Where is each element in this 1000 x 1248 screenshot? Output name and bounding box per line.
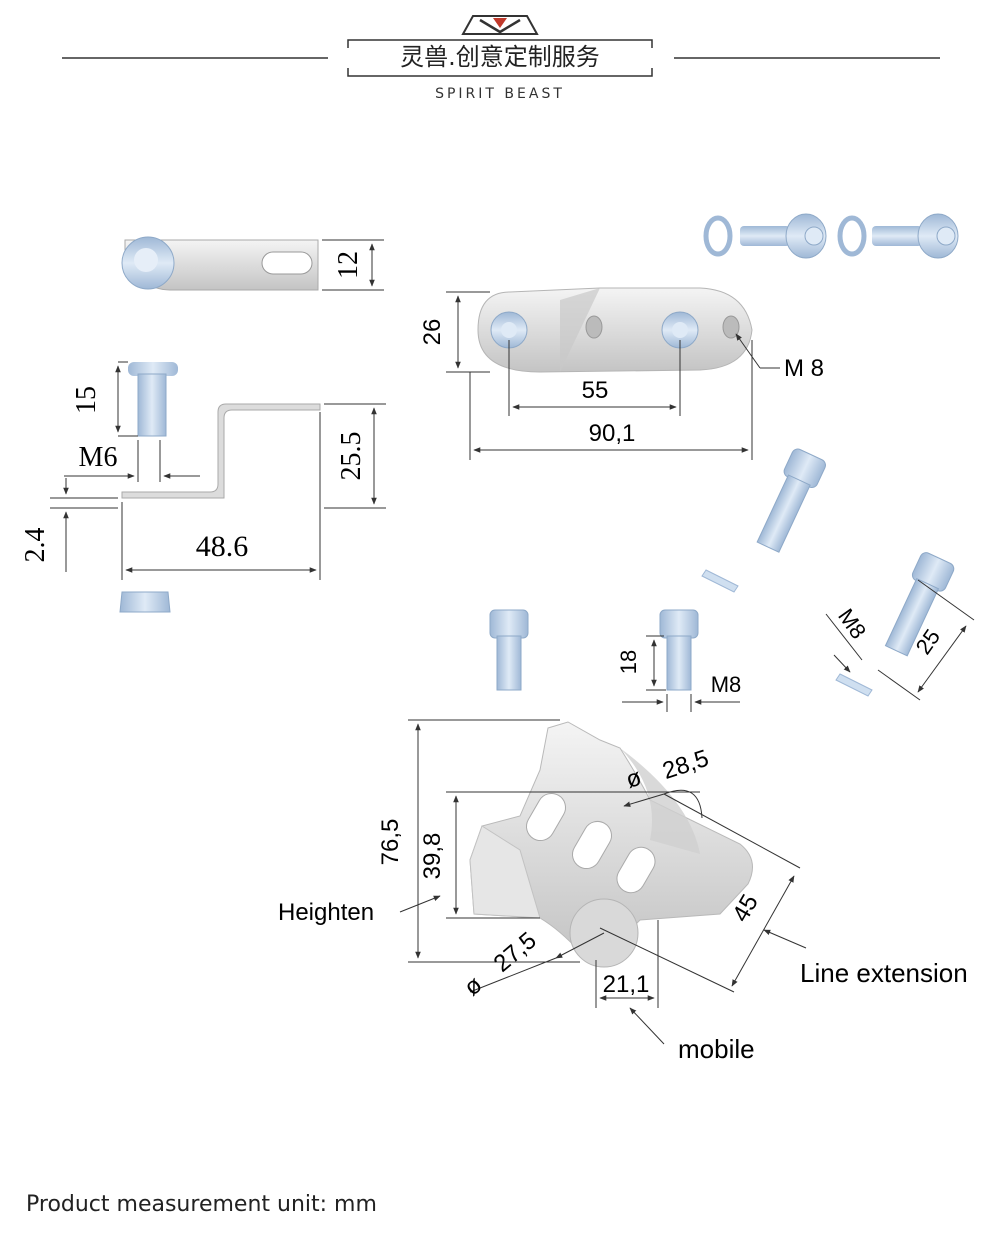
bracket-height-label: 25.5 <box>336 432 367 481</box>
vertical-bolt-2-icon <box>622 609 740 712</box>
riser-total-height-label: 76,5 <box>377 819 404 866</box>
heighten-label: Heighten <box>278 899 374 926</box>
diameter-bottom-label: 27,5 <box>489 927 542 978</box>
hole-spacing-label: 55 <box>582 377 609 404</box>
bolt-length-18-label: 18 <box>616 650 641 674</box>
bolt-thread-m8-label: M8 <box>711 672 742 697</box>
unit-note: Product measurement unit: mm <box>26 1192 377 1217</box>
riser-lift-height-label: 39,8 <box>419 833 446 880</box>
vertical-bolt-1-icon <box>489 609 529 691</box>
angled-bolt-2-icon <box>825 552 975 701</box>
line-extension-label: Line extension <box>800 958 968 988</box>
angled-bolt-1-icon <box>701 448 826 593</box>
brand-logo-icon <box>461 15 539 35</box>
brand-title: 灵兽.创意定制服务 <box>400 43 600 71</box>
bolt-length-label: 15 <box>71 386 102 414</box>
bracket-top-view <box>121 236 384 291</box>
mobile-label: mobile <box>678 1034 755 1064</box>
bracket-length-label: 48.6 <box>196 530 249 563</box>
brand-header <box>62 15 940 77</box>
bracket-side-view <box>50 361 386 613</box>
bracket-thickness-label: 2.4 <box>20 528 51 563</box>
brand-subtitle: SPIRIT BEAST <box>435 86 565 102</box>
m8-callout-label: M 8 <box>784 355 824 382</box>
riser-height-top-label: 26 <box>419 319 446 346</box>
diameter-top-label: 28,5 <box>659 745 712 785</box>
bracket-width-label: 12 <box>333 251 364 279</box>
screw-pair-icon <box>703 213 959 259</box>
overall-length-label: 90,1 <box>589 420 636 447</box>
riser-top-view <box>446 287 780 460</box>
angled-thread-label: M8 <box>833 604 871 643</box>
offset-label: 21,1 <box>603 971 650 998</box>
bolt-thread-label: M6 <box>79 442 118 473</box>
brand-frame <box>347 39 653 77</box>
diameter-bottom-symbol: ø <box>459 971 488 1001</box>
riser-side-view <box>399 719 807 1045</box>
